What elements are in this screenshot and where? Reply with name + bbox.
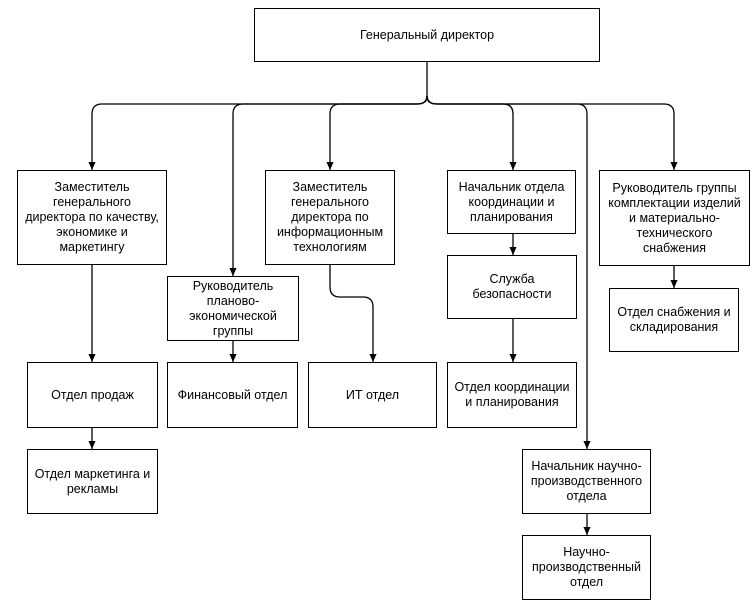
label-finance-dept: Финансовый отдел	[177, 387, 288, 402]
box-general-director: Генеральный директор	[254, 8, 600, 62]
box-deputy-quality: Заместитель генерального директора по ка…	[17, 170, 167, 265]
label-research-dept: Научно- производственный отдел	[531, 545, 642, 589]
box-security-service: Служба безопасности	[447, 255, 577, 319]
label-deputy-quality: Заместитель генерального директора по ка…	[25, 180, 159, 254]
label-supply-dept: Отдел снабжения и складирования	[617, 305, 731, 334]
connector-ceo-to-coordination-head	[426, 95, 517, 170]
connector-ceo-to-supply-head	[426, 95, 678, 170]
label-research-head: Начальник научно- производственного отде…	[530, 459, 643, 503]
box-sales-dept: Отдел продаж	[27, 362, 158, 428]
box-marketing-dept: Отдел маркетинга и рекламы	[27, 449, 158, 514]
label-planning-head: Руководитель планово- экономической груп…	[189, 278, 277, 338]
label-supply-head: Руководитель группы комплектации изделий…	[608, 180, 741, 255]
box-research-head: Начальник научно- производственного отде…	[522, 449, 651, 514]
box-coordination-dept: Отдел координации и планирования	[447, 362, 577, 428]
box-coordination-head: Начальник отдела координации и планирова…	[447, 170, 576, 234]
connector-ceo-to-deputy-it	[326, 95, 428, 170]
box-planning-head: Руководитель планово- экономической груп…	[167, 276, 299, 341]
label-sales-dept: Отдел продаж	[51, 387, 134, 402]
box-supply-dept: Отдел снабжения и складирования	[609, 288, 739, 352]
box-finance-dept: Финансовый отдел	[167, 362, 298, 428]
label-general-director: Генеральный директор	[359, 27, 495, 42]
box-deputy-it: Заместитель генерального директора по ин…	[265, 170, 395, 265]
box-supply-head: Руководитель группы комплектации изделий…	[599, 170, 750, 266]
label-coordination-dept: Отдел координации и планирования	[454, 380, 570, 409]
box-it-dept: ИТ отдел	[308, 362, 437, 428]
label-marketing-dept: Отдел маркетинга и рекламы	[34, 466, 151, 496]
label-it-dept: ИТ отдел	[345, 387, 400, 402]
label-deputy-it: Заместитель генерального директора по ин…	[276, 180, 384, 254]
box-research-dept: Научно- производственный отдел	[522, 535, 651, 600]
label-security-service: Служба безопасности	[472, 272, 552, 301]
label-coordination-head: Начальник отдела координации и планирова…	[458, 179, 565, 224]
connector-deputy-it-to-it-dept	[329, 265, 377, 362]
connector-ceo-to-deputy-quality	[88, 95, 428, 170]
